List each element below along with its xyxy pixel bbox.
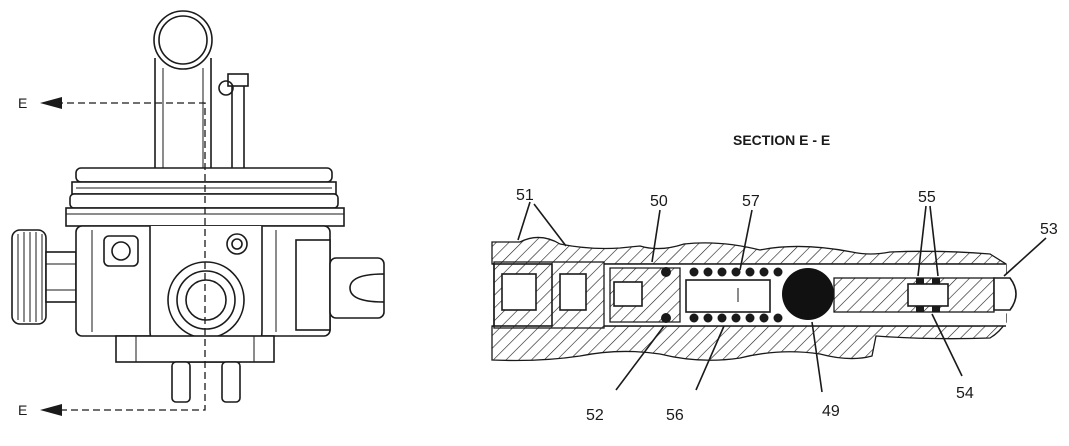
callout-51: 51 bbox=[516, 187, 534, 204]
callout-55: 55 bbox=[918, 189, 936, 206]
section-e-e bbox=[491, 236, 1017, 362]
callout-49: 49 bbox=[822, 403, 840, 420]
section-title: SECTION E - E bbox=[733, 132, 830, 148]
callout-53: 53 bbox=[1040, 221, 1058, 238]
callout-54: 54 bbox=[956, 385, 974, 402]
section-arrow-bottom-label: E bbox=[18, 402, 27, 418]
section-arrow-top-label: E bbox=[18, 95, 27, 111]
callout-56: 56 bbox=[666, 407, 684, 424]
valve-side-view bbox=[11, 10, 385, 411]
section-arrow-top: E bbox=[18, 95, 62, 111]
section-arrow-bottom: E bbox=[18, 402, 62, 418]
callout-50: 50 bbox=[650, 193, 668, 210]
callout-52: 52 bbox=[586, 407, 604, 424]
callout-57: 57 bbox=[742, 193, 760, 210]
